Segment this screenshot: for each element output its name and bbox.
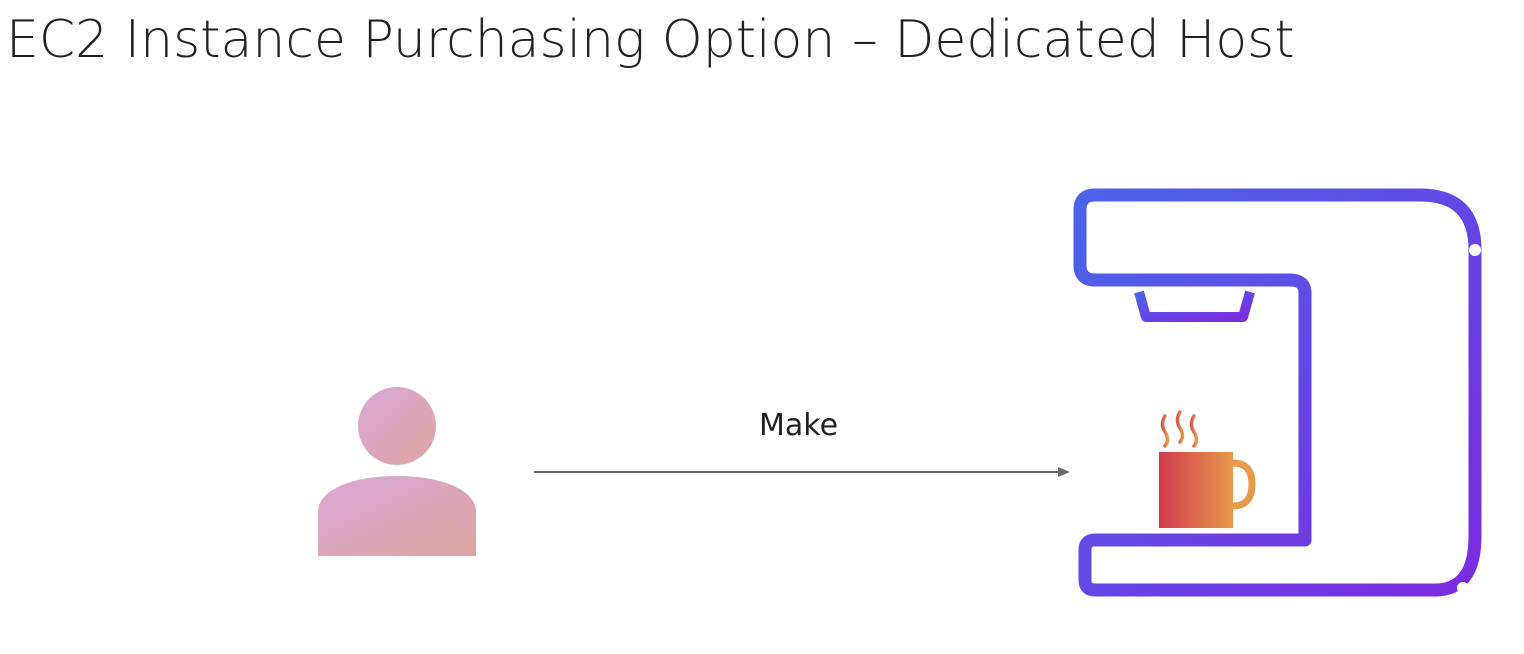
coffee-mug-icon — [1159, 410, 1256, 528]
make-arrow — [534, 467, 1070, 477]
slide-title: EC2 Instance Purchasing Option – Dedicat… — [6, 10, 1295, 70]
dispenser-nozzle — [1134, 290, 1255, 322]
coffee-machine-icon — [1073, 188, 1482, 597]
machine-frame — [1073, 188, 1482, 597]
person-icon — [318, 387, 476, 556]
make-label: Make — [759, 408, 839, 443]
